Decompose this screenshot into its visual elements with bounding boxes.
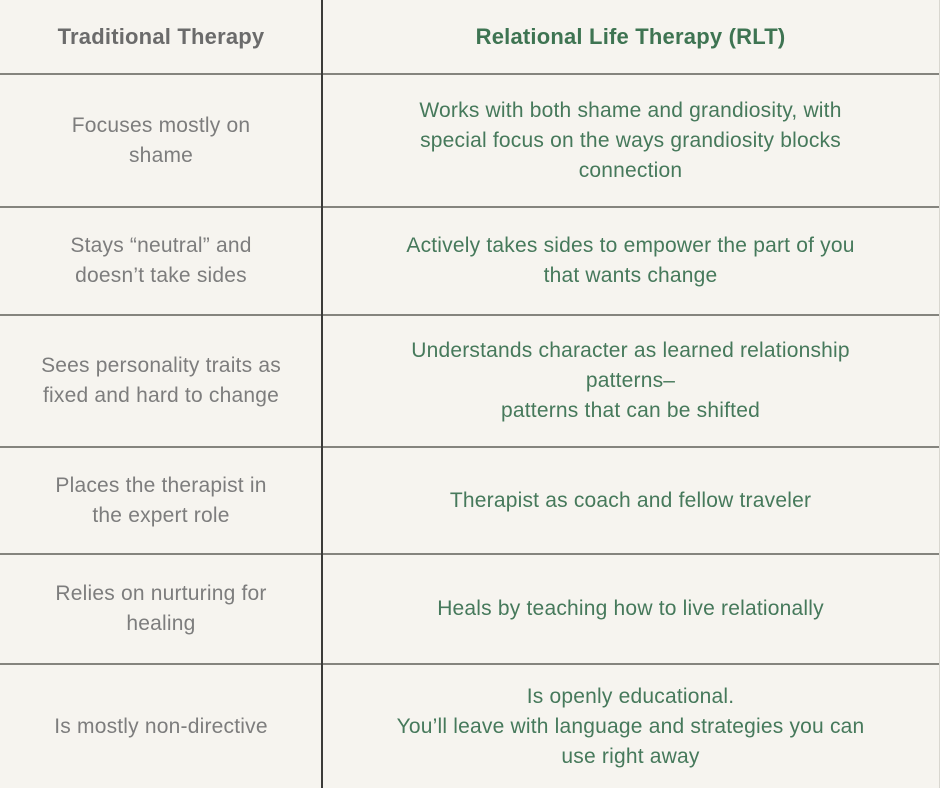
traditional-cell-text: Places the therapist in the expert role <box>55 473 267 527</box>
table-row-shame: Focuses mostly on shame Works with both … <box>0 75 939 208</box>
traditional-cell: Sees personality traits as fixed and har… <box>0 316 322 446</box>
rlt-cell: Actively takes sides to empower the part… <box>322 208 939 314</box>
traditional-cell: Focuses mostly on shame <box>0 75 322 206</box>
rlt-cell-text: Works with both shame and grandiosity, w… <box>419 98 842 182</box>
column-divider <box>321 0 323 788</box>
traditional-cell: Places the therapist in the expert role <box>0 448 322 553</box>
table-row-personality: Sees personality traits as fixed and har… <box>0 316 939 448</box>
rlt-cell-text: Therapist as coach and fellow traveler <box>449 488 812 512</box>
rlt-cell: Works with both shame and grandiosity, w… <box>322 75 939 206</box>
table-row-nurturing: Relies on nurturing for healing Heals by… <box>0 555 939 665</box>
traditional-cell: Stays “neutral” and doesn’t take sides <box>0 208 322 314</box>
traditional-cell: Relies on nurturing for healing <box>0 555 322 663</box>
rlt-cell-text: Heals by teaching how to live relational… <box>437 597 824 620</box>
rlt-cell: Understands character as learned relatio… <box>322 316 939 446</box>
rlt-header-label: Relational Life Therapy (RLT) <box>475 23 786 49</box>
header-row: Traditional Therapy Relational Life Ther… <box>0 0 939 75</box>
rlt-cell: Is openly educational. You’ll leave with… <box>322 665 939 788</box>
rlt-cell-text: Is openly educational. You’ll leave with… <box>396 684 865 768</box>
table-row-neutrality: Stays “neutral” and doesn’t take sides A… <box>0 208 939 316</box>
traditional-cell: Is mostly non-directive <box>0 665 322 788</box>
rlt-cell: Heals by teaching how to live relational… <box>322 555 939 663</box>
traditional-cell-text: Sees personality traits as fixed and har… <box>41 354 281 407</box>
traditional-cell-text: Focuses mostly on shame <box>71 113 251 167</box>
traditional-cell-text: Is mostly non-directive <box>54 714 268 738</box>
table-row-therapist-role: Places the therapist in the expert role … <box>0 448 939 555</box>
table-row-directive: Is mostly non-directive Is openly educat… <box>0 665 939 788</box>
traditional-cell-text: Stays “neutral” and doesn’t take sides <box>70 234 252 287</box>
rlt-cell-text: Actively takes sides to empower the part… <box>406 234 855 287</box>
rlt-cell-text: Understands character as learned relatio… <box>411 339 850 422</box>
traditional-therapy-header-label: Traditional Therapy <box>57 23 265 49</box>
traditional-cell-text: Relies on nurturing for healing <box>55 582 267 635</box>
rlt-cell: Therapist as coach and fellow traveler <box>322 448 939 553</box>
rlt-header-cell: Relational Life Therapy (RLT) <box>322 0 939 73</box>
traditional-therapy-header-cell: Traditional Therapy <box>0 0 322 73</box>
